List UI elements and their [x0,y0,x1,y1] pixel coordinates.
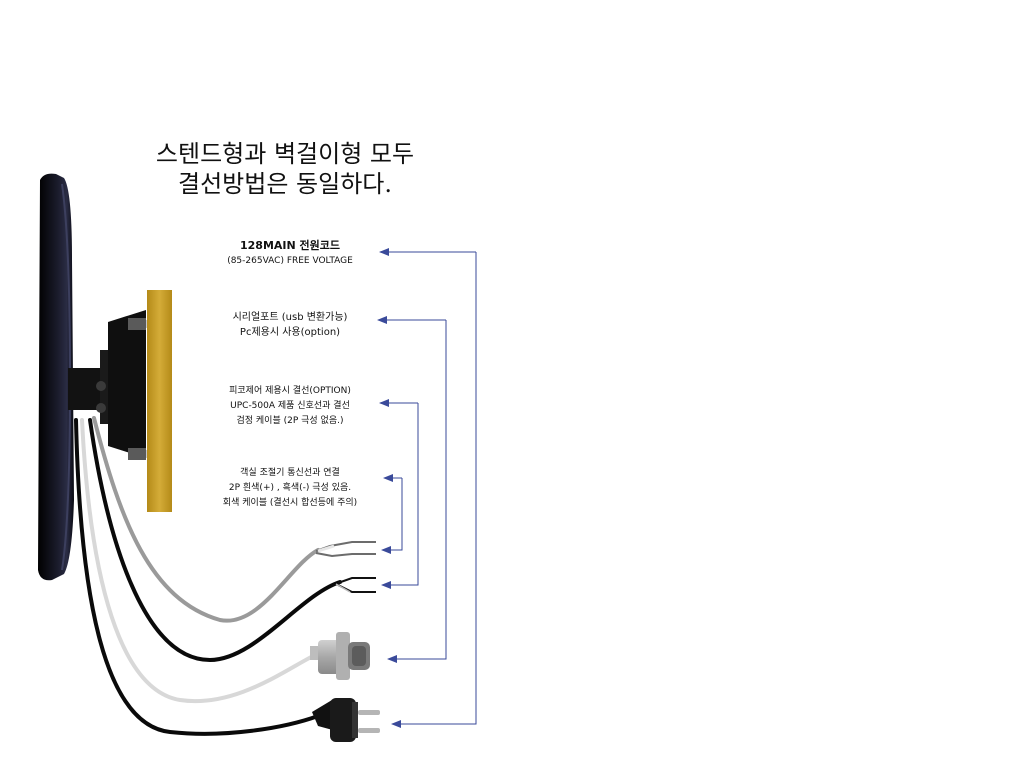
pico-label-line-3: 검정 케이블 (2P 극성 없음.) [236,416,344,426]
title-line-2: 결선방법은 동일하다. [178,170,392,198]
leader-pico [381,403,419,589]
room-label-line-2: 2P 흰색(+) , 흑색(-) 극성 있음. [228,483,352,493]
power-cable [74,418,320,736]
serial-dsub-connector [310,632,370,680]
black-2p-wire-ends [335,577,376,593]
mount-bracket [147,290,172,512]
title-line-1: 스텐드형과 벽걸이형 모두 [155,140,415,168]
leader-room [381,478,403,554]
serial-label-line-2: Pc제용시 사용(option) [239,327,341,338]
cables [74,416,342,736]
leader-serial [387,320,447,663]
light-serial-cable [80,418,317,704]
gray-cable [92,416,320,623]
power-label-line-1: 128MAIN 전원코드 [239,239,341,252]
black-signal-cable [88,418,342,663]
gray-2p-wire-ends [315,541,376,558]
room-label-line-3: 회색 케이블 (결선시 합선등에 주의) [222,498,358,508]
room-label-line-1: 객실 조절기 통신선과 연결 [240,468,340,478]
serial-label-line-1: 시리얼포트 (usb 변환가능) [232,312,348,323]
pico-label-line-1: 피코제어 제용시 결선(OPTION) [229,386,351,396]
power-plug [312,698,380,742]
leader-power [391,252,477,728]
pico-label-line-2: UPC-500A 제품 신호선과 결선 [230,401,350,411]
power-label-line-2: (85-265VAC) FREE VOLTAGE [227,256,353,266]
leader-lines [377,248,477,728]
